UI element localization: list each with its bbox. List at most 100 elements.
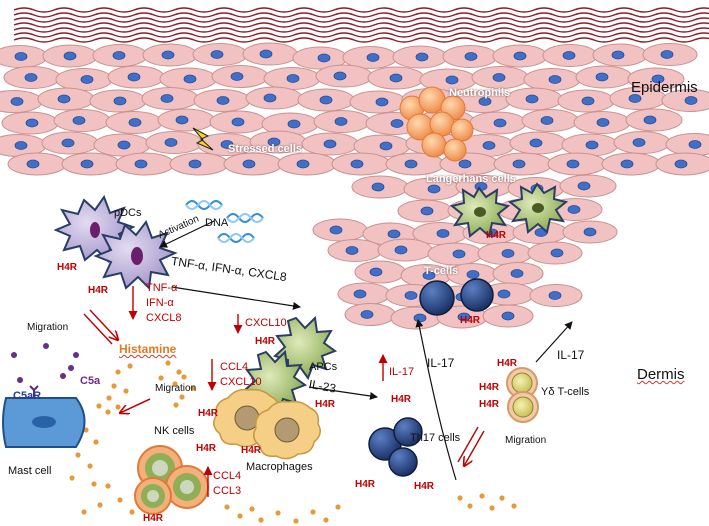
cell-nucleus — [371, 182, 385, 192]
cell-nucleus — [427, 184, 441, 194]
h4r-nk-1: H4R — [196, 443, 217, 454]
cell-nucleus — [577, 181, 591, 191]
cell-nucleus — [369, 267, 383, 277]
macrophage-cells — [213, 388, 321, 460]
macrophages-label: Macrophages — [246, 461, 313, 473]
il17-right-label: IL-17 — [557, 348, 585, 362]
cell-nucleus — [394, 245, 408, 255]
cell-nucleus — [183, 74, 197, 84]
histamine-granule — [69, 475, 75, 481]
pdcs-label: pDCs — [114, 207, 142, 219]
cell-nucleus — [404, 159, 418, 169]
histamine-granule — [117, 497, 123, 503]
cell-nucleus — [660, 50, 674, 59]
cell-nucleus — [164, 138, 178, 147]
il17-center-label: IL-17 — [427, 356, 455, 370]
cell-nucleus — [684, 96, 698, 105]
stratum-corneum — [13, 7, 709, 43]
langerhans-label: Langerhans cells — [426, 173, 516, 185]
cell-nucleus — [24, 73, 38, 82]
h4r-apc-2: H4R — [315, 399, 336, 410]
cell-nucleus — [14, 141, 28, 150]
cell-nucleus — [366, 53, 380, 62]
cell-nucleus — [210, 50, 224, 59]
h4r-tcells: H4R — [460, 315, 481, 326]
cell-nucleus — [674, 159, 688, 169]
neutrophil-cluster — [399, 86, 474, 162]
cell-nucleus — [620, 159, 634, 169]
h4r-pdc-2: H4R — [88, 285, 109, 296]
histamine-granule — [310, 509, 316, 515]
cell-nucleus — [457, 312, 471, 322]
dna-label: DNA — [205, 217, 229, 229]
histamine-granule — [127, 363, 133, 369]
histamine-granule — [511, 503, 517, 509]
histamine-granule — [158, 375, 164, 381]
histamine-granule — [96, 403, 102, 409]
cell-nucleus — [585, 140, 599, 150]
cell-nucleus — [466, 270, 480, 279]
cell-nucleus — [525, 94, 539, 104]
cell-nucleus — [510, 269, 524, 278]
cell-nucleus — [567, 205, 581, 214]
h4r-th17-1: H4R — [391, 394, 412, 405]
cell-nucleus — [216, 96, 230, 105]
migration-label-left: Migration — [27, 322, 69, 333]
cell-nucleus — [323, 139, 337, 149]
cell-nucleus — [188, 159, 202, 169]
cell-nucleus — [333, 71, 347, 81]
histamine-granule — [479, 493, 485, 499]
histamine-granule — [190, 385, 196, 391]
cell-nucleus — [80, 75, 94, 84]
cell-nucleus — [57, 94, 71, 104]
h4r-nk-2: H4R — [143, 513, 164, 524]
cell-nucleus — [632, 138, 646, 147]
histamine-granule — [489, 505, 495, 511]
histamine-granule — [237, 513, 243, 519]
histamine-granule — [323, 517, 329, 523]
histamine-granule — [172, 381, 178, 387]
histamine-label: Histamine — [119, 342, 177, 356]
pdc-cells — [53, 194, 178, 291]
h4r-langerhans: H4R — [486, 230, 507, 241]
cell-nucleus — [482, 141, 496, 150]
stratum-line — [13, 17, 709, 23]
cell-nucleus — [415, 52, 429, 62]
h4r-pdc-1: H4R — [57, 262, 78, 273]
cell-nucleus — [452, 249, 466, 259]
cell-nucleus — [379, 141, 393, 151]
cell-nucleus — [501, 249, 515, 258]
ccl4b-label: CCL4 — [213, 470, 242, 482]
cxcl10b-label: CXCL10 — [220, 376, 262, 388]
cell-nucleus — [643, 115, 657, 125]
cell-nucleus — [231, 117, 245, 127]
migration-label-right: Migration — [505, 435, 547, 446]
cell-nucleus — [242, 159, 256, 169]
histamine-granule — [249, 506, 255, 512]
h4r-macrophage-1: H4R — [198, 408, 219, 419]
cell-nucleus — [286, 74, 300, 83]
epidermis-label: Epidermis — [631, 79, 698, 96]
histamine-granule — [499, 495, 505, 501]
cell-nucleus — [61, 138, 75, 148]
cell-nucleus — [360, 310, 374, 319]
histamine-granule — [293, 518, 299, 524]
histamine-granule — [105, 409, 111, 415]
cell-nucleus — [596, 118, 610, 127]
stratum-line — [13, 37, 709, 43]
cell-nucleus — [501, 311, 515, 321]
cell-nucleus — [113, 96, 127, 106]
cell-nucleus — [581, 96, 595, 106]
cell-nucleus — [10, 97, 24, 106]
cell-nucleus — [458, 159, 472, 169]
cell-nucleus — [134, 159, 148, 169]
histamine-granule — [173, 402, 179, 408]
cell-nucleus — [583, 227, 597, 237]
th17-label: Th17 cells — [410, 432, 461, 444]
cell-nucleus — [550, 248, 564, 258]
cell-nucleus — [329, 225, 343, 235]
cell-nucleus — [445, 75, 459, 85]
cell-nucleus — [334, 117, 348, 126]
cell-nucleus — [263, 93, 277, 103]
cell-nucleus — [492, 73, 506, 82]
